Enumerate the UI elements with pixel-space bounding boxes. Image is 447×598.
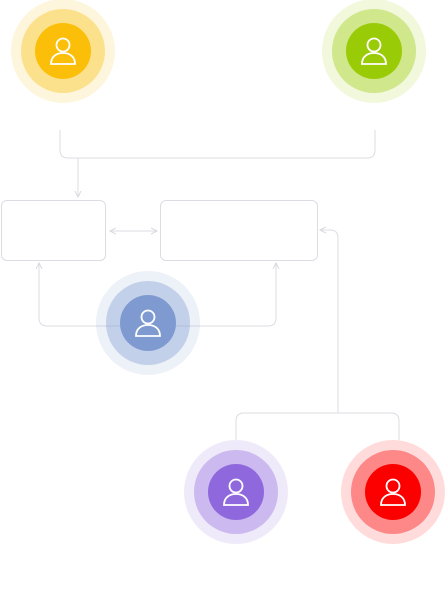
avatar-top-right[interactable] — [322, 0, 426, 103]
bottom-bracket-line — [235, 412, 400, 440]
right-box — [160, 200, 318, 261]
avatar-top-left[interactable] — [11, 0, 115, 103]
avatar-bottom-left[interactable] — [184, 440, 288, 544]
user-icon — [35, 23, 91, 79]
user-icon — [365, 464, 421, 520]
avatar-middle[interactable] — [96, 271, 200, 375]
avatar-bottom-right[interactable] — [341, 440, 445, 544]
top-bracket-line — [59, 130, 376, 159]
user-icon — [120, 295, 176, 351]
user-icon — [208, 464, 264, 520]
user-icon — [346, 23, 402, 79]
arrow-to-right-box — [320, 230, 339, 413]
left-box — [1, 200, 106, 261]
